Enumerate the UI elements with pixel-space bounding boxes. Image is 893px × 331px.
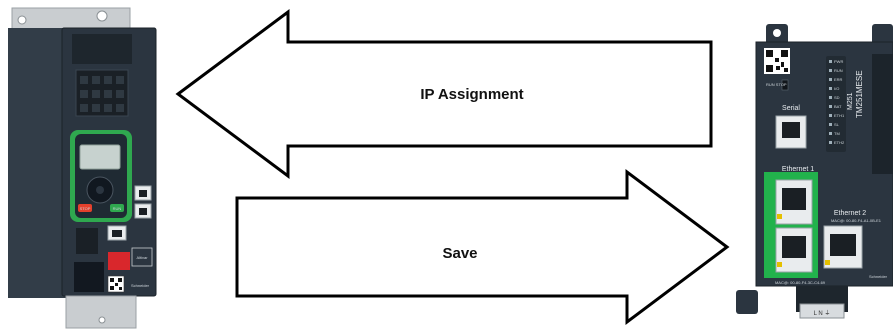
status-led-pwr: [829, 60, 832, 63]
status-led-tm: [829, 132, 832, 135]
serial-label: Serial: [782, 105, 800, 112]
status-led-label: I/O: [834, 86, 839, 91]
ethernet1-mac: MAC@: 00-80-F4-3C-C4-69: [775, 280, 826, 285]
top-mount-tab-right: [872, 24, 893, 46]
sd-card-slot-cover: [872, 54, 893, 174]
status-led-io: [829, 87, 832, 90]
status-led-sd: [829, 96, 832, 99]
arrow-ip-assignment: IP Assignment: [175, 9, 713, 179]
altivar-side-badge: [131, 247, 153, 267]
terminal-screws: [80, 76, 124, 112]
status-led-label: SD: [834, 95, 840, 100]
status-led-label: RUN: [834, 68, 843, 73]
controller-qr-pattern: [766, 50, 788, 72]
arrow-save: Save: [235, 169, 730, 325]
left-brand-label: Schneider: [131, 283, 150, 288]
altivar-label: Altivar: [136, 255, 148, 260]
model-label: TM251MESE: [855, 70, 864, 118]
ethernet-port-lower-socket: [139, 208, 147, 215]
right-brand-label: Schneider: [869, 274, 888, 279]
bracket-hole: [17, 15, 27, 25]
right-pointing-arrow: [235, 169, 730, 325]
stop-key[interactable]: [78, 204, 92, 212]
bracket-hole: [98, 316, 106, 324]
status-led-label: PWR: [834, 59, 843, 64]
mount-hole: [773, 29, 781, 37]
status-led-sl: [829, 123, 832, 126]
status-led-label: TM: [834, 131, 840, 136]
lower-connector-left: [76, 228, 98, 254]
ethernet2-mac: MAC@: 00-80-F4-A1-0B-E1: [831, 218, 882, 223]
status-led-bat: [829, 105, 832, 108]
navigation-ok-button[interactable]: [96, 186, 104, 194]
ethernet2-label: Ethernet 2: [834, 210, 866, 217]
ethernet1-port-b-led: [777, 262, 782, 267]
run-stop-label: RUN STOP: [766, 82, 787, 87]
stop-key-label: STOP: [80, 206, 91, 211]
run-stop-switch[interactable]: [781, 79, 789, 91]
status-led-err: [829, 78, 832, 81]
ethernet1-label: Ethernet 1: [782, 166, 814, 173]
status-led-label: ERR: [834, 77, 843, 82]
keypad-display[interactable]: [79, 144, 121, 170]
ethernet2-port-socket: [830, 234, 856, 256]
warning-label: [108, 252, 130, 270]
ethernet2-port-led: [825, 260, 830, 265]
bottom-mount-tab: [736, 290, 758, 314]
status-led-label: SL: [834, 122, 840, 127]
serial-port-socket: [782, 122, 800, 138]
status-led-eth1: [829, 114, 832, 117]
power-terminal-plug: [799, 303, 845, 319]
ethernet-port-upper-socket: [139, 190, 147, 197]
power-terminal-label: L N ⏚: [814, 310, 831, 317]
ethernet1-port-a-socket: [782, 188, 806, 210]
run-key-label: RUN: [113, 206, 122, 211]
drive-side-panel: [8, 28, 70, 298]
status-led-run: [829, 69, 832, 72]
qr-code-pattern: [110, 278, 122, 290]
save-label: Save: [442, 245, 477, 262]
ip-assignment-label: IP Assignment: [420, 86, 523, 103]
ethernet1-port-a-led: [777, 214, 782, 219]
left-pointing-arrow: [175, 9, 713, 179]
left-device-altivar-drive: STOP RUN Altivar Schneider: [8, 7, 157, 329]
status-led-label: ETH2: [834, 140, 845, 145]
run-key[interactable]: [110, 204, 124, 212]
top-terminal-block: [72, 34, 132, 64]
status-led-label: BAT: [834, 104, 842, 109]
status-led-label: ETH1: [834, 113, 845, 118]
modbus-port-socket: [112, 230, 122, 237]
bracket-hole: [96, 10, 108, 22]
series-label: M251: [847, 92, 854, 110]
status-led-eth2: [829, 141, 832, 144]
power-terminal-block: [74, 262, 104, 292]
ethernet1-port-b-socket: [782, 236, 806, 258]
